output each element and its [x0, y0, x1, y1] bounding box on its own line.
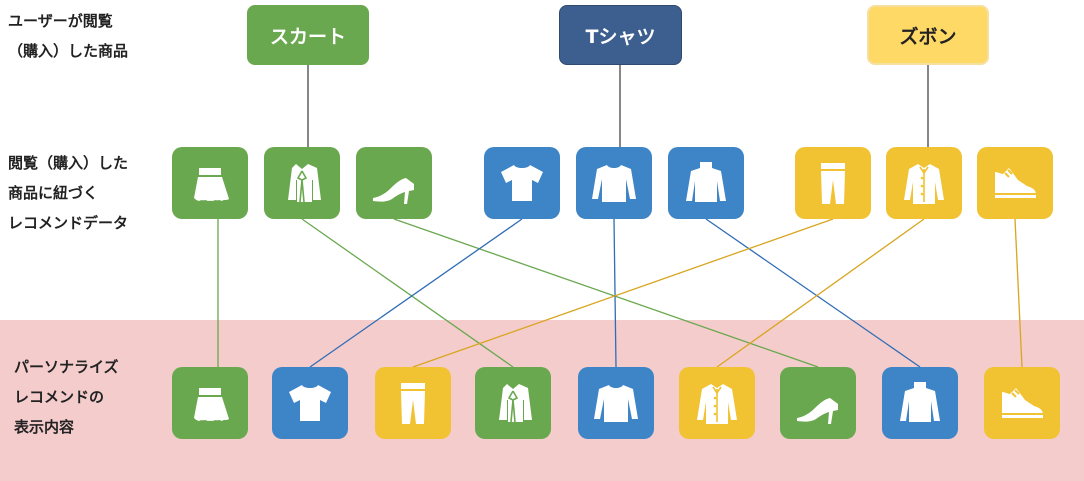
long-sleeve-shirt-icon	[594, 385, 638, 422]
category-skirt: スカート	[247, 5, 369, 65]
personalized-tile	[172, 367, 248, 439]
label-line: 表示内容	[14, 418, 75, 436]
jacket-icon	[499, 384, 532, 423]
label-viewed-products: ユーザーが閲覧 （購入）した商品	[8, 6, 128, 66]
label-line: レコメンドデータ	[8, 214, 129, 232]
skirt-icon	[194, 168, 229, 201]
category-tshirt: Tシャツ	[559, 5, 682, 65]
personalized-tile	[272, 367, 348, 439]
personalized-tile	[679, 367, 755, 439]
personalized-tile	[984, 367, 1060, 439]
category-pants: ズボン	[867, 5, 989, 65]
category-label: スカート	[269, 25, 346, 48]
long-sleeve-shirt-icon	[592, 165, 636, 202]
label-line: 商品に紐づく	[8, 184, 99, 202]
t-shirt-icon	[501, 165, 543, 201]
recommend-tile	[795, 147, 871, 219]
label-line: パーソナライズ	[14, 358, 119, 376]
shirt-icon	[904, 164, 944, 204]
label-personalized: パーソナライズ レコメンドの 表示内容	[14, 352, 119, 442]
recommend-tile	[576, 147, 652, 219]
recommend-tile	[977, 147, 1053, 219]
recommend-tile	[668, 147, 744, 219]
high-heel-icon	[797, 398, 838, 424]
personalized-tile	[578, 367, 654, 439]
turtleneck-icon	[900, 382, 940, 422]
label-recommend-data: 閲覧（購入）した 商品に紐づく レコメンドデータ	[8, 148, 128, 238]
label-line: ユーザーが閲覧	[8, 12, 113, 30]
sneaker-icon	[995, 166, 1036, 198]
recommend-tile	[264, 147, 340, 219]
recommend-tile	[356, 147, 432, 219]
personalized-tile	[375, 367, 451, 439]
category-label: ズボン	[899, 25, 957, 48]
personalized-tile	[475, 367, 551, 439]
recommend-tile	[172, 147, 248, 219]
turtleneck-icon	[686, 162, 726, 202]
sneaker-icon	[1002, 386, 1043, 418]
t-shirt-icon	[289, 385, 331, 421]
category-label: Tシャツ	[585, 25, 656, 48]
label-line: レコメンドの	[14, 388, 105, 406]
pants-icon	[401, 383, 425, 424]
recommend-tile	[886, 147, 962, 219]
personalized-tile	[780, 367, 856, 439]
label-line: 閲覧（購入）した	[8, 154, 129, 172]
jacket-icon	[288, 164, 321, 203]
personalized-tile	[882, 367, 958, 439]
shirt-icon	[697, 384, 737, 424]
skirt-icon	[194, 388, 229, 421]
pants-icon	[821, 163, 845, 204]
high-heel-icon	[373, 178, 414, 204]
recommend-tile	[484, 147, 560, 219]
label-line: （購入）した商品	[8, 42, 129, 60]
